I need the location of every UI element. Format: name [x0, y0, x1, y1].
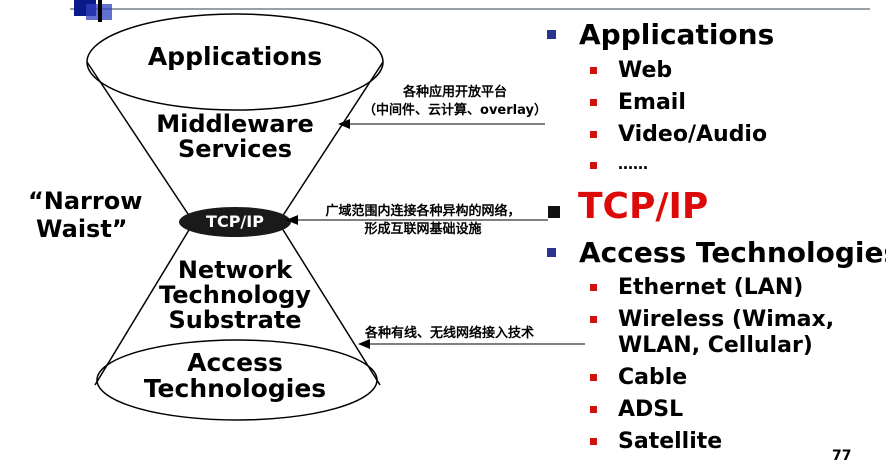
square-bullet-icon [547, 248, 556, 257]
square-bullet-icon [590, 99, 597, 106]
narrow-waist-label: “Narrow Waist” [28, 187, 158, 243]
substrate-line: Substrate [168, 306, 302, 335]
technology-line: Technology [159, 281, 311, 310]
tcpip-bullet-icon [548, 206, 560, 218]
waist-line: Waist” [36, 214, 128, 243]
square-bullet-icon [590, 438, 597, 445]
middleware-note-line: 各种应用开放平台 [402, 85, 507, 100]
top-rule [70, 8, 870, 10]
sub-bullet-text: Web [618, 58, 673, 83]
hourglass-applications-label: Applications [147, 42, 323, 71]
square-bullet-icon [590, 67, 597, 74]
arrow-access-head [358, 339, 370, 349]
left-lower-edge [94, 224, 193, 386]
square-bullet-icon [590, 374, 597, 381]
waist-ellipse [179, 207, 291, 237]
sub-bullet-text: ADSL [618, 397, 684, 422]
access-note: 各种有线、无线网络接入技术 [365, 326, 535, 341]
square-bullet-icon [590, 284, 597, 291]
tcpip-note: 广域范围内连接各种异构的网络， 形成互联网基础设施 [298, 203, 548, 238]
hourglass-middleware-label: Middleware Services [140, 110, 330, 164]
sub-bullet-text: Wireless (Wimax, [618, 307, 835, 332]
waist-label: TCP/IP [206, 212, 264, 231]
square-bullet-icon [590, 316, 597, 323]
square-bullet-icon [590, 406, 597, 413]
tcpip-note-line: 形成互联网基础设施 [364, 221, 482, 237]
technologies-line: Technologies [143, 374, 327, 404]
narrow-line: “Narrow [28, 187, 143, 215]
slide-logo-bar [98, 0, 102, 22]
sub-bullet-text: …… [618, 155, 648, 173]
arrow-tcpip-head [286, 215, 298, 225]
page-number: 77 [832, 448, 852, 464]
square-bullet-icon [547, 30, 556, 39]
middleware-note: 各种应用开放平台 （中间件、云计算、overlay） [350, 84, 560, 119]
arrow-middleware-head [338, 119, 350, 129]
bullet-applications-text: Applications [579, 18, 775, 51]
square-bullet-icon [590, 162, 597, 169]
sub-bullet-text: Ethernet (LAN) [618, 275, 804, 300]
services-line: Services [177, 135, 293, 164]
hourglass-access-label: Access Technologies [135, 348, 335, 404]
sub-bullet-text: Cable [618, 365, 688, 390]
middleware-line: Middleware [156, 110, 314, 138]
bottom-ellipse [96, 339, 378, 421]
hourglass-network-label: Network Technology Substrate [135, 256, 335, 335]
right-upper-edge [279, 61, 384, 221]
bullet-access-text: Access Technologies [579, 236, 886, 269]
left-upper-edge [86, 61, 193, 221]
tcpip-note-line: 广域范围内连接各种异构的网络， [325, 204, 521, 219]
sub-bullet-text: Video/Audio [618, 122, 768, 147]
middleware-note-line: （中间件、云计算、overlay） [363, 102, 547, 118]
access-line: Access [187, 348, 283, 377]
sub-bullet-text: Email [618, 90, 686, 115]
right-lower-edge [279, 224, 381, 386]
square-bullet-icon [590, 131, 597, 138]
tcpip-heading: TCP/IP [578, 186, 709, 227]
sub-bullet-text: Satellite [618, 429, 723, 454]
network-line: Network [177, 256, 293, 284]
sub-bullet-text: WLAN, Cellular) [618, 333, 813, 358]
